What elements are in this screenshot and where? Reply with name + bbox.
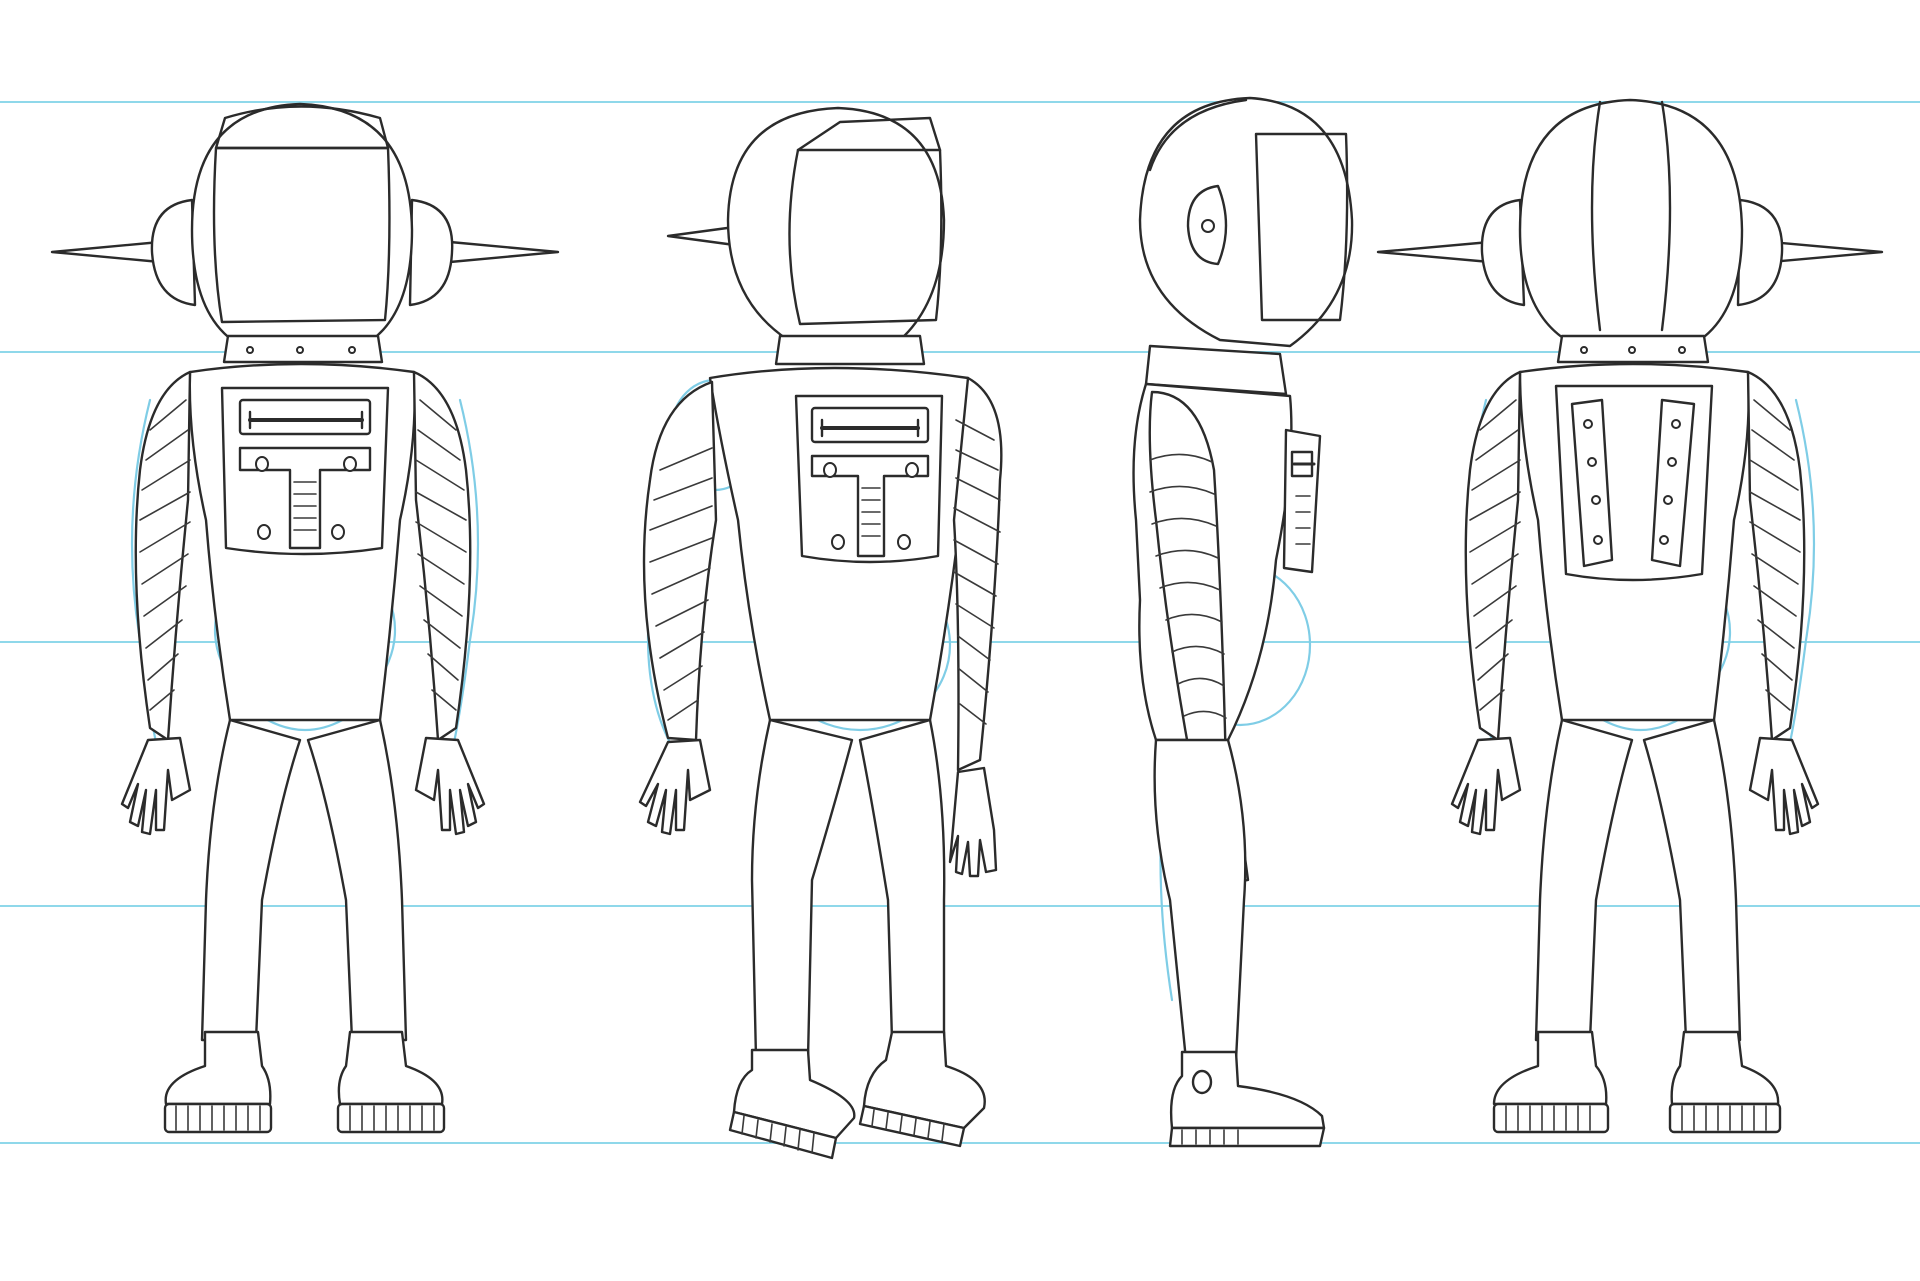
boot-left bbox=[1492, 1030, 1608, 1106]
arm-ribs-left bbox=[139, 399, 191, 711]
glove-right bbox=[414, 736, 486, 836]
arm-ribs-left bbox=[1469, 399, 1521, 711]
visor bbox=[212, 146, 391, 324]
leg-left bbox=[750, 718, 854, 1060]
leg bbox=[1153, 738, 1247, 1062]
ear-pod-left bbox=[150, 198, 197, 307]
boot-sole-right bbox=[336, 1102, 446, 1134]
arm-left bbox=[642, 380, 718, 742]
ear-pod-right bbox=[408, 198, 454, 307]
glove-left bbox=[1450, 736, 1522, 836]
leg-right bbox=[858, 718, 946, 1042]
astronaut-three-quarter-view bbox=[638, 106, 1003, 1160]
boot-sole-right bbox=[1668, 1102, 1782, 1134]
ear-pod-left bbox=[1480, 198, 1526, 307]
helmet-stripe-left bbox=[1590, 100, 1602, 332]
arm-ribs-right bbox=[415, 399, 467, 711]
arm-ribs-right bbox=[953, 419, 1001, 725]
boot-right bbox=[862, 1030, 986, 1130]
arm-ribs bbox=[1149, 453, 1227, 749]
boot-left bbox=[164, 1030, 272, 1106]
boot-left bbox=[732, 1048, 856, 1140]
leg-right bbox=[1642, 718, 1742, 1042]
collar bbox=[774, 334, 926, 366]
visor bbox=[1254, 132, 1349, 322]
glove-right bbox=[1748, 736, 1820, 836]
leg-left bbox=[1534, 718, 1634, 1042]
ear-pod-right bbox=[1736, 198, 1784, 307]
arm-right bbox=[1746, 370, 1806, 742]
arm-right bbox=[412, 370, 472, 742]
astronaut-front-view bbox=[50, 102, 560, 1134]
leg-right bbox=[306, 718, 408, 1042]
glove-right bbox=[948, 766, 998, 878]
backpack-panel bbox=[1554, 384, 1714, 582]
front-control-panel bbox=[794, 394, 944, 564]
arm-left bbox=[1464, 370, 1522, 742]
front-control-panel bbox=[220, 386, 390, 556]
helmet bbox=[1518, 98, 1744, 342]
boot-sole-left bbox=[728, 1110, 838, 1160]
astronaut-back-view bbox=[1376, 98, 1884, 1134]
antenna-left bbox=[1376, 240, 1492, 264]
antenna-right bbox=[1768, 240, 1884, 264]
boot-right bbox=[1670, 1030, 1780, 1106]
helmet bbox=[190, 102, 414, 342]
arm-left bbox=[134, 370, 192, 742]
boot-right bbox=[337, 1030, 444, 1106]
astronaut-side-view bbox=[1132, 96, 1354, 1148]
boot bbox=[1169, 1050, 1326, 1130]
boot-sole bbox=[1168, 1126, 1326, 1148]
antenna-left bbox=[50, 240, 162, 264]
helmet-stripe-right bbox=[1660, 100, 1672, 332]
helmet bbox=[726, 106, 946, 342]
arm-ribs-left bbox=[649, 447, 713, 721]
visor bbox=[788, 148, 943, 326]
boot-sole-right bbox=[858, 1104, 966, 1148]
glove-left bbox=[120, 736, 192, 836]
collar bbox=[1144, 344, 1288, 396]
leg-left bbox=[200, 718, 302, 1042]
side-control-panel bbox=[1282, 428, 1322, 574]
glove-left bbox=[638, 738, 712, 836]
boot-sole-left bbox=[163, 1102, 273, 1134]
antenna-right bbox=[448, 240, 560, 264]
arm-right bbox=[952, 376, 1003, 772]
boot-sole-left bbox=[1492, 1102, 1610, 1134]
arm-ribs-right bbox=[1749, 399, 1801, 711]
